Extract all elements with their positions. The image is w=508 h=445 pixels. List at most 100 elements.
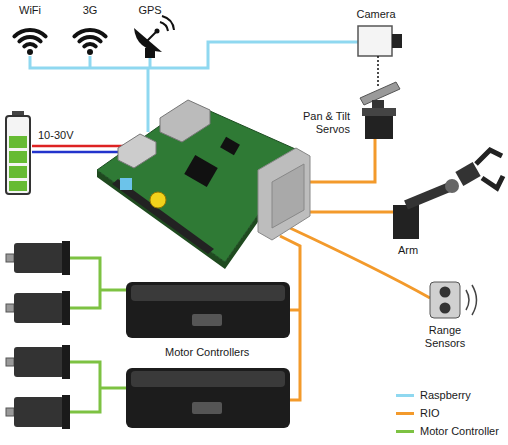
usb-port xyxy=(118,134,156,168)
camera-axis xyxy=(377,56,379,88)
controller-box xyxy=(126,282,290,338)
motors xyxy=(6,241,70,429)
device-name: WiFi xyxy=(19,4,41,17)
device-label: Arm xyxy=(398,244,418,257)
battery-body xyxy=(6,116,30,194)
device-name: 3G xyxy=(83,4,98,17)
battery-cell xyxy=(9,181,27,191)
legend-text: Motor Controller xyxy=(420,425,499,438)
camera-icon xyxy=(358,26,402,88)
legend-item: Raspberry xyxy=(396,386,499,404)
device-name: Arm xyxy=(398,244,418,257)
motor-shaft xyxy=(6,358,14,366)
sensor-eye xyxy=(440,287,451,298)
legend-swatch xyxy=(396,412,414,415)
wire xyxy=(147,68,150,132)
rca-jack xyxy=(150,192,166,208)
annotation-text: 10-30V xyxy=(38,129,73,142)
servo-body xyxy=(362,108,396,116)
sound-wave xyxy=(472,285,477,315)
wire xyxy=(290,309,300,312)
annotation-text: Motor Controllers xyxy=(165,346,249,359)
power-wire xyxy=(32,151,124,154)
legend-swatch xyxy=(396,394,414,397)
device-label: Range Sensors xyxy=(420,324,470,350)
controller-box xyxy=(126,368,290,428)
device-name: Camera xyxy=(356,8,395,21)
device-label: Pan & Tilt Servos xyxy=(284,110,350,136)
legend-text: RIO xyxy=(420,407,440,420)
device-label: Camera xyxy=(356,8,395,21)
servo-icon xyxy=(360,82,400,139)
wire xyxy=(300,139,375,182)
battery-cell xyxy=(9,166,27,178)
wifi-arc xyxy=(84,44,95,46)
signal-arc xyxy=(160,22,168,31)
annotation: 10-30V xyxy=(38,129,73,142)
servo-horn xyxy=(372,100,384,108)
annotation: Motor Controllers xyxy=(165,346,249,359)
wifi-arc xyxy=(19,37,40,41)
gps-dish xyxy=(134,16,174,58)
wire xyxy=(70,362,100,412)
board xyxy=(97,100,310,269)
dish-mast xyxy=(145,48,155,58)
motor-cap xyxy=(62,395,70,429)
motor-body xyxy=(14,397,64,427)
camera-lens xyxy=(392,34,402,48)
wire xyxy=(300,211,393,214)
audio-jack xyxy=(120,178,132,190)
device-name: Range Sensors xyxy=(420,324,470,350)
motor-cap xyxy=(62,345,70,379)
gripper-claw xyxy=(476,150,502,164)
range-sensor-icon xyxy=(430,282,477,318)
wire xyxy=(149,58,152,68)
motor-controllers xyxy=(126,282,290,428)
sensor-board xyxy=(430,282,460,318)
legend: RaspberryRIO Motor Controller xyxy=(396,386,499,440)
gripper-claw xyxy=(482,176,503,188)
wifi-dot xyxy=(87,49,93,55)
motor-shaft xyxy=(6,254,14,262)
controller-port xyxy=(192,402,222,414)
signal-arc xyxy=(162,16,174,30)
legend-text: Raspberry xyxy=(420,389,471,402)
device-label: 3G xyxy=(83,4,98,17)
rio-connector-face xyxy=(272,164,304,228)
power-wire xyxy=(32,145,128,148)
camera-body xyxy=(358,26,392,56)
wifi-arc xyxy=(24,44,35,46)
arm-base xyxy=(393,205,419,239)
battery-cell xyxy=(9,151,27,163)
controller-port xyxy=(192,314,222,326)
arm-joint xyxy=(445,179,459,193)
cellular-icon xyxy=(74,30,105,55)
wifi-arc xyxy=(79,37,100,41)
motor-wires xyxy=(70,258,127,412)
ethernet-port xyxy=(160,100,210,142)
device-name: GPS xyxy=(138,4,161,17)
chip xyxy=(220,137,240,155)
motor-shaft xyxy=(6,304,14,312)
wire xyxy=(89,56,92,68)
arm-wrist xyxy=(455,162,480,186)
motor-body xyxy=(14,293,64,323)
sensor-eye xyxy=(440,303,451,314)
sound-wave xyxy=(466,290,469,310)
dish-feed-tip xyxy=(155,29,160,34)
wifi-dot xyxy=(27,49,33,55)
wire xyxy=(100,387,127,390)
chip xyxy=(184,155,218,187)
wire xyxy=(30,42,358,68)
servo-body xyxy=(365,116,393,139)
arm-link xyxy=(406,186,452,205)
device-name: Pan & Tilt Servos xyxy=(284,110,350,136)
gpio-header xyxy=(112,179,214,254)
wire xyxy=(100,289,127,292)
device-label: GPS xyxy=(138,4,161,17)
legend-swatch xyxy=(396,430,414,433)
motor-cap xyxy=(62,291,70,325)
motor-body xyxy=(14,243,64,273)
legend-item: RIO xyxy=(396,404,499,422)
